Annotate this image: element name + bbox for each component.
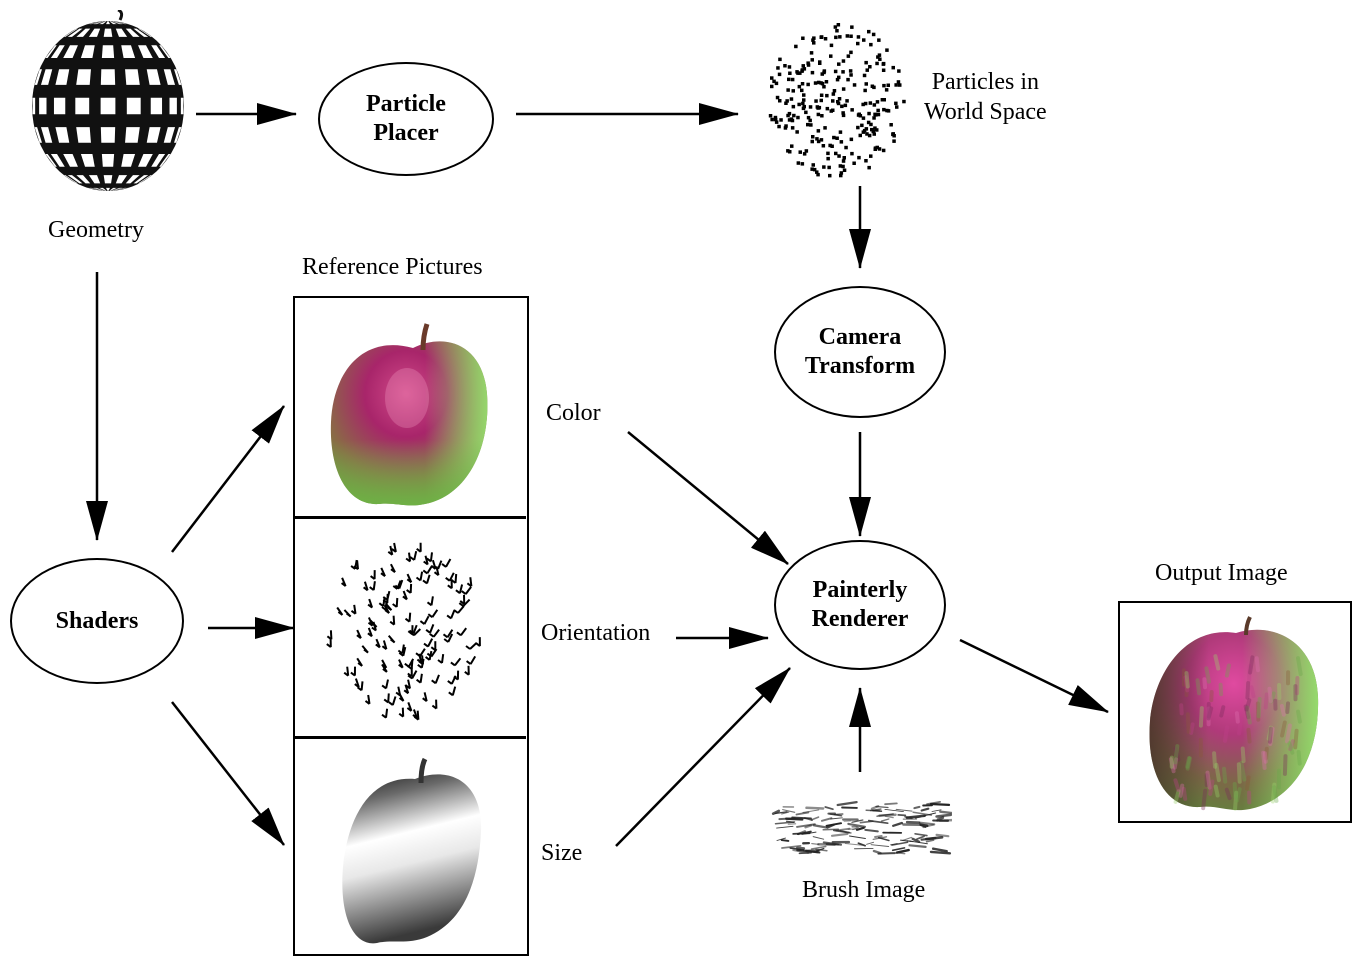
color-reference-apple xyxy=(330,323,488,506)
reference-divider-1 xyxy=(295,516,526,519)
brush-image-label: Brush Image xyxy=(802,877,926,903)
brush-image xyxy=(771,800,952,855)
painterly-renderer-label: Painterly Renderer xyxy=(811,577,909,632)
arrow-size-to-renderer xyxy=(615,667,791,847)
particles-image xyxy=(768,23,906,178)
shaders-label: Shaders xyxy=(55,607,139,634)
output-image-label: Output Image xyxy=(1155,560,1288,586)
camera-transform-label: Camera Transform xyxy=(804,324,916,379)
painterly-renderer-node: Painterly Renderer xyxy=(774,540,946,670)
shaders-node: Shaders xyxy=(10,558,184,684)
size-reference-apple xyxy=(342,757,482,944)
reference-divider-2 xyxy=(295,736,526,739)
arrow-color-to-renderer xyxy=(627,431,789,565)
orientation-label: Orientation xyxy=(541,620,651,646)
orientation-reference xyxy=(326,542,481,721)
output-image-frame xyxy=(1118,601,1352,823)
reference-pictures-panel xyxy=(293,296,529,956)
camera-transform-node: Camera Transform xyxy=(774,286,946,418)
reference-pictures-label: Reference Pictures xyxy=(302,254,483,280)
particle-placer-label: Particle Placer xyxy=(366,91,446,146)
geometry-image xyxy=(32,10,184,191)
arrow-shaders-to-size xyxy=(171,701,285,846)
color-label: Color xyxy=(546,400,601,426)
arrow-renderer-to-output xyxy=(959,638,1109,714)
geometry-label: Geometry xyxy=(48,217,144,243)
output-painted-apple xyxy=(1149,616,1319,811)
arrow-shaders-to-color xyxy=(171,405,285,553)
particles-world-space-label: Particles in World Space xyxy=(924,69,1047,125)
size-label: Size xyxy=(541,840,583,866)
particle-placer-node: Particle Placer xyxy=(318,62,494,176)
